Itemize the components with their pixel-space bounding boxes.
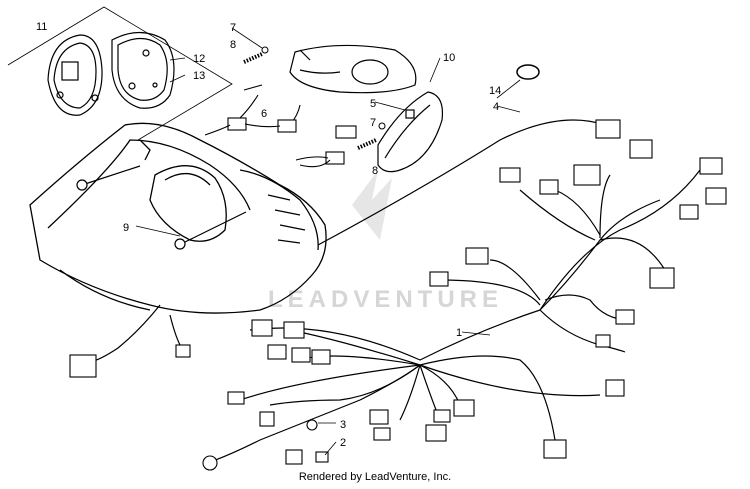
connectors [69, 119, 727, 471]
callout-12: 12 [193, 53, 205, 65]
callout-8-top: 8 [230, 39, 236, 51]
instrument-cluster [47, 31, 175, 116]
callout-box-11 [7, 6, 233, 141]
footer-credit: Rendered by LeadVenture, Inc. [298, 471, 452, 483]
mount-bolts [76, 165, 247, 250]
callout-8-lower: 8 [372, 165, 378, 177]
light-sub-harness [204, 84, 357, 168]
callout-11: 11 [36, 21, 47, 33]
callout-labels: 11 12 13 7 8 10 5 6 7 8 14 4 9 1 3 2 [36, 21, 501, 449]
front-fairing [29, 122, 327, 314]
callout-2: 2 [340, 437, 346, 449]
main-harness [89, 119, 701, 463]
callout-1: 1 [456, 327, 462, 339]
watermark-text: LEADVENTURE [268, 286, 503, 313]
watermark: LEADVENTURE [268, 170, 503, 313]
springs [243, 46, 386, 150]
callout-13: 13 [193, 70, 205, 82]
ring-clip [516, 64, 540, 80]
callout-3: 3 [340, 419, 346, 431]
callout-4: 4 [493, 101, 499, 113]
callout-5: 5 [370, 98, 376, 110]
headlight-cover [289, 44, 444, 173]
callout-7-lower: 7 [370, 117, 376, 129]
callout-9: 9 [123, 222, 129, 234]
callout-7-top: 7 [230, 22, 236, 34]
callout-6: 6 [261, 108, 267, 120]
leader-lines [135, 27, 521, 456]
callout-10: 10 [443, 52, 455, 64]
callout-14: 14 [489, 85, 501, 97]
